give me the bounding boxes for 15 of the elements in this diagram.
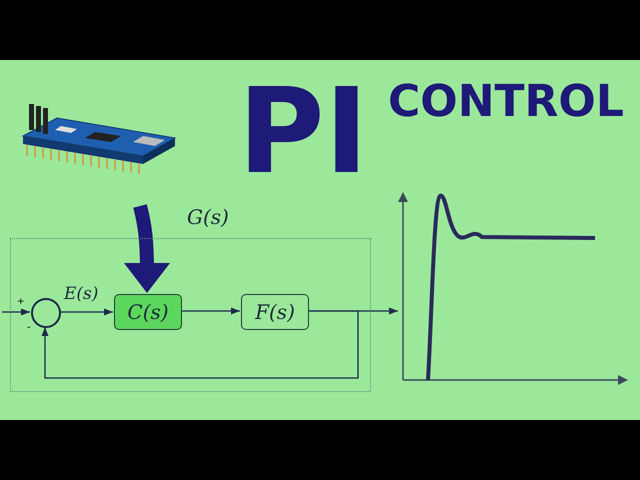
signal-arrow	[60, 308, 113, 316]
group-label: G(s)	[187, 205, 229, 229]
edge-label: E(s)	[64, 284, 98, 304]
summing-junction	[31, 298, 61, 328]
signal-arrow	[2, 308, 30, 316]
minus-sign: -	[27, 323, 31, 333]
title-text: CONTROL	[388, 80, 624, 124]
plus-sign: +	[17, 298, 25, 307]
step-response-drawing	[398, 192, 628, 385]
signal-arrow	[181, 308, 240, 314]
transfer-function-block: F(s)	[241, 294, 309, 330]
title-text: PI	[238, 72, 368, 190]
transfer-function-block: C(s)	[114, 294, 182, 330]
feedback-arrow	[42, 310, 359, 379]
large-arrow	[124, 204, 170, 293]
